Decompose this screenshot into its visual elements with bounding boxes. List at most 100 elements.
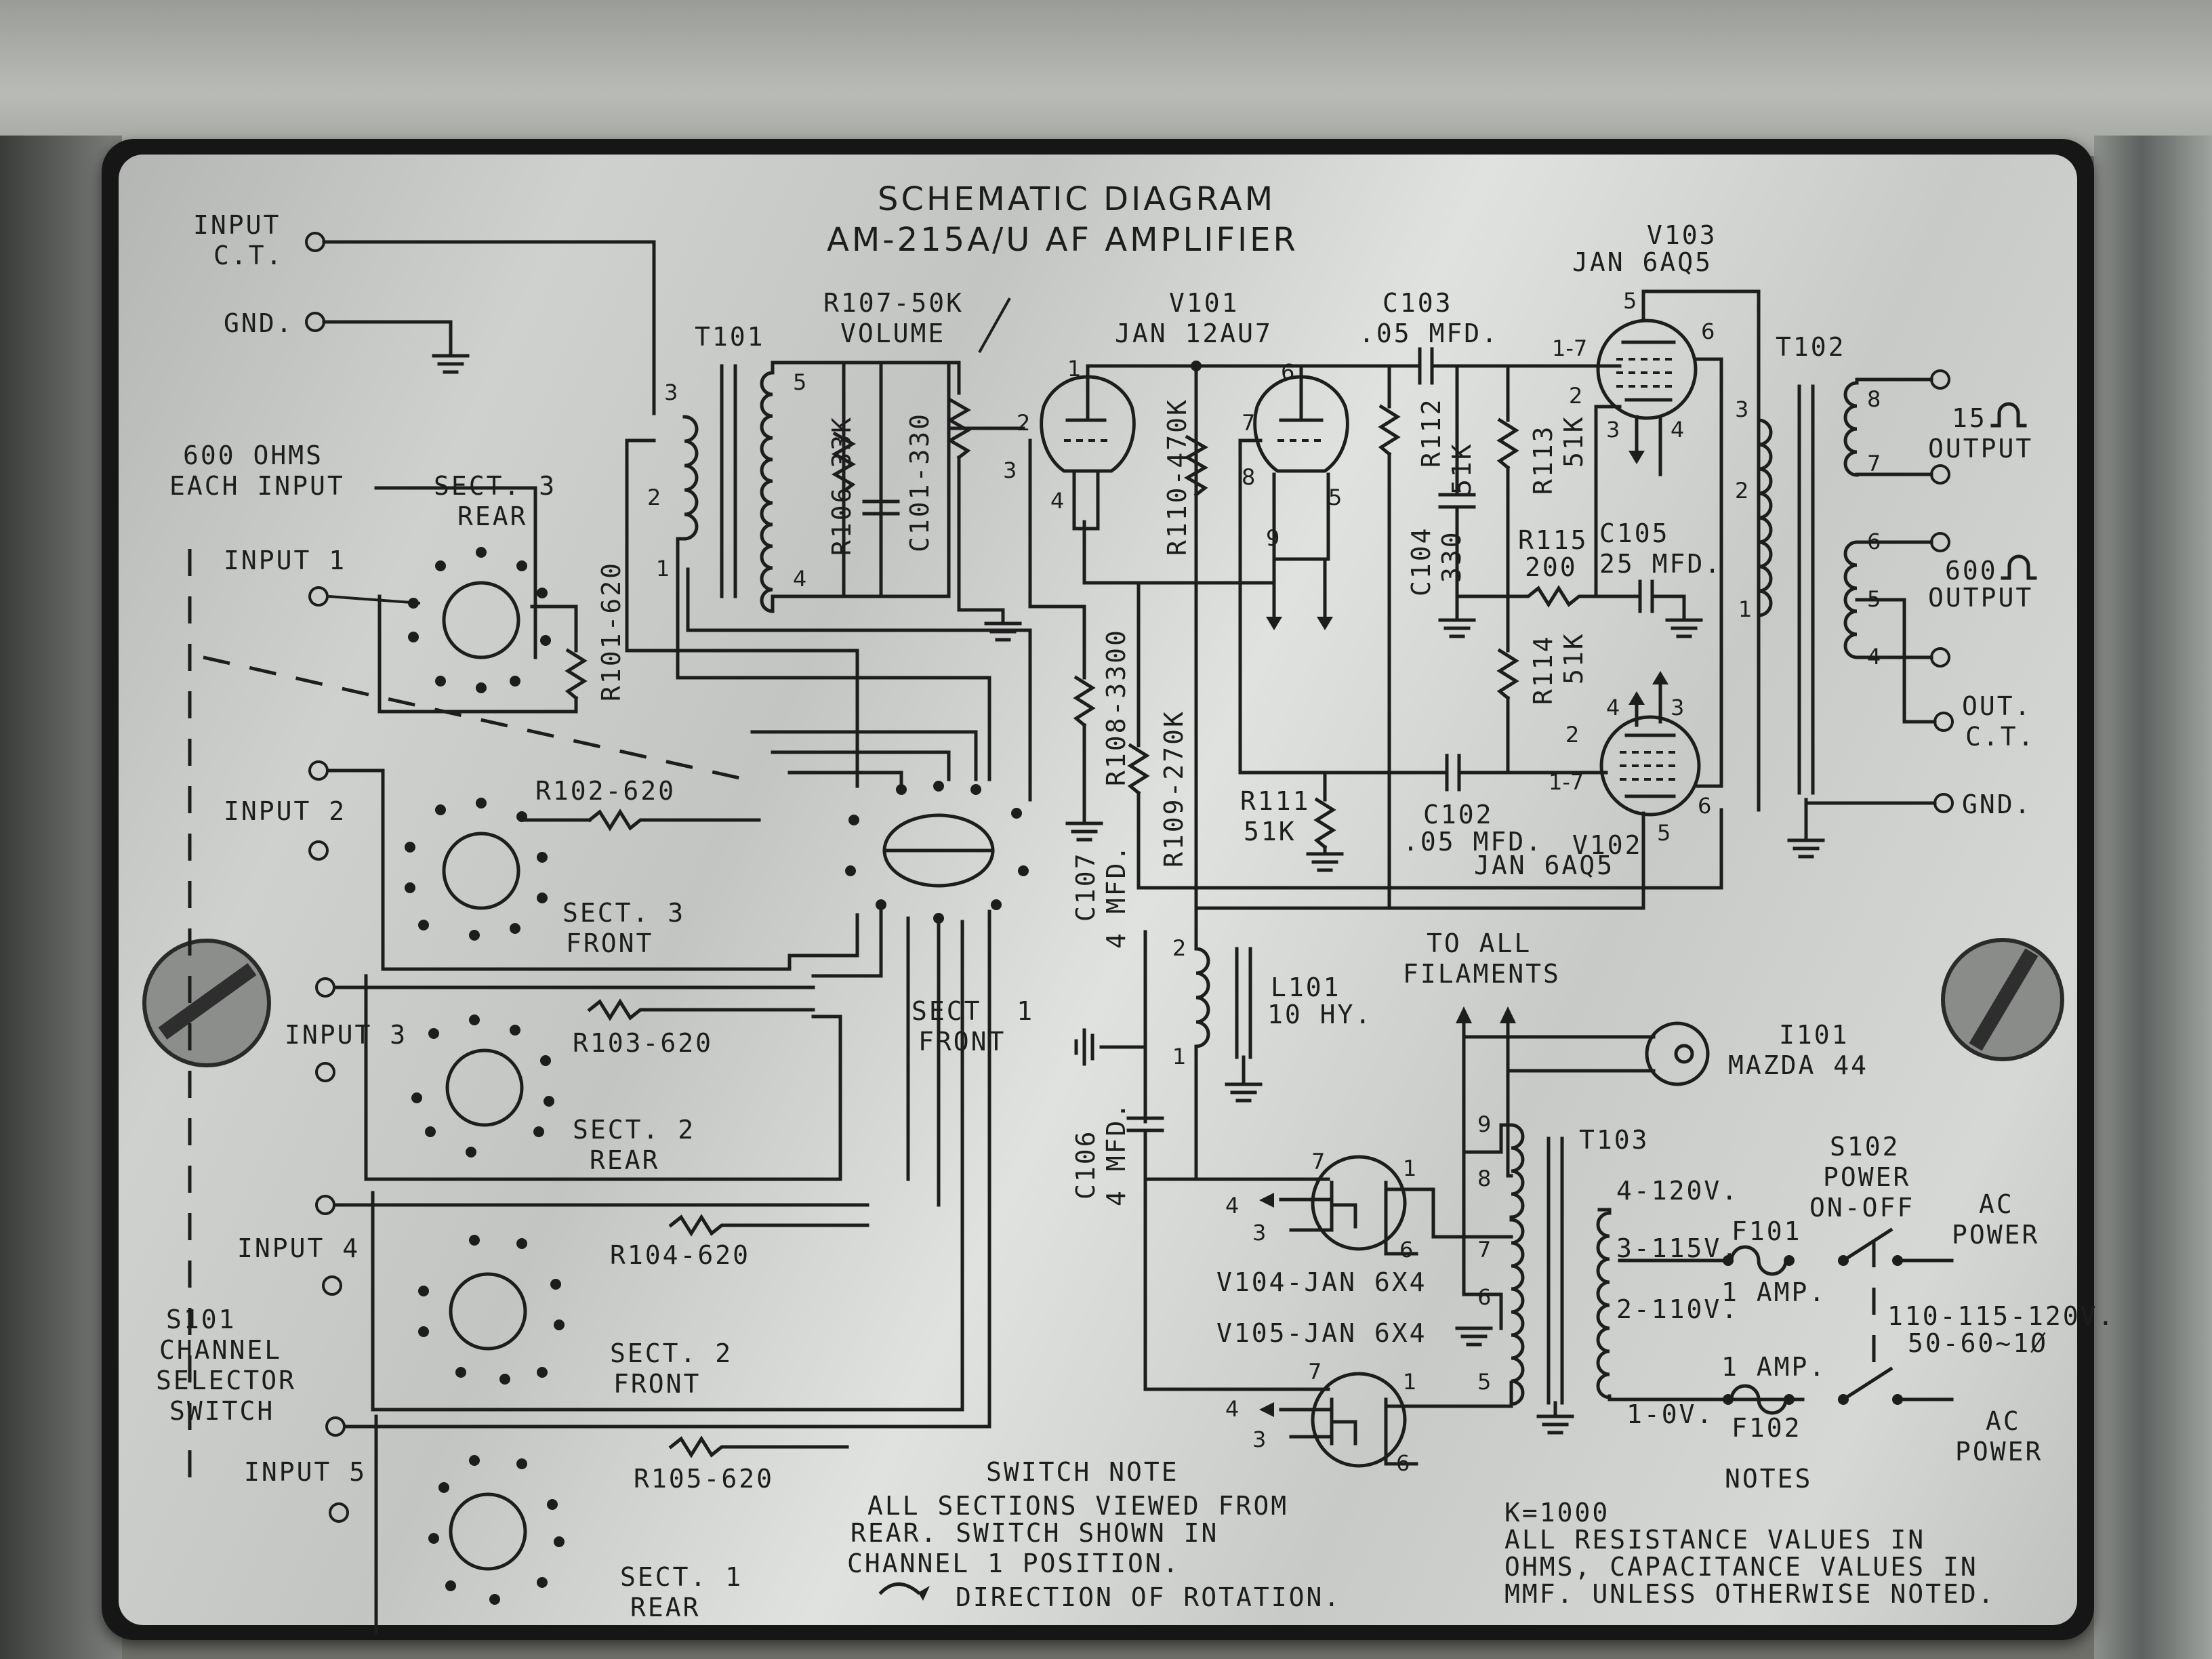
v102-pin-5: 5 (1657, 820, 1671, 846)
f102-label: F102 (1732, 1413, 1802, 1443)
wire-v101b-cathode (1272, 472, 1330, 561)
wire-tap-4 (1597, 1208, 1612, 1215)
screw-left-icon (142, 939, 271, 1067)
r115-resistor (1506, 585, 1642, 608)
selector-label-4: SWITCH (169, 1396, 274, 1426)
v101-label-2: JAN 12AU7 (1115, 319, 1273, 348)
title-line-1: SCHEMATIC DIAGRAM (878, 180, 1275, 218)
ohms-label-1: 600 OHMS (183, 441, 323, 470)
input-4-terminal (315, 1195, 335, 1215)
voltage-label: 110-115-120V. (1887, 1301, 2115, 1331)
v102-pin-1-7: 1-7 (1549, 769, 1584, 795)
c102-label: C102 (1423, 800, 1494, 830)
t101-secondary-coil (760, 371, 775, 613)
t103-primary-coil (1596, 1211, 1612, 1399)
arrow-left-icon (1259, 1193, 1274, 1208)
f101-terminal-b (1784, 1255, 1795, 1266)
ohm-symbol-icon-2 (2001, 554, 2037, 580)
switch-sect3-rear-icon (408, 547, 551, 693)
l101-pin-1: 1 (1172, 1044, 1186, 1069)
ac-bottom-label-2: POWER (1955, 1437, 2043, 1467)
r112-resistor (1378, 404, 1401, 457)
t102-secondary-coil-a (1843, 381, 1859, 477)
v101-pin-6: 6 (1281, 359, 1294, 385)
arrow-up-icon-4 (1500, 1006, 1516, 1023)
v103-pin-3: 3 (1606, 417, 1620, 443)
amp2-label: 1 AMP. (1721, 1352, 1826, 1382)
input-5b-terminal (329, 1502, 349, 1523)
wire-r101-top (530, 605, 578, 653)
s102-label-3: ON-OFF (1809, 1193, 1914, 1223)
v101-pin-5: 5 (1328, 485, 1342, 510)
wire-v103-screen (1694, 357, 1723, 517)
wire-tap-1 (1607, 1394, 1805, 1401)
r106-resistor (831, 431, 857, 494)
wire-out-ct (1855, 598, 1937, 724)
v101-tube-right-icon (1253, 367, 1349, 473)
c105-label-2: 25 MFD. (1599, 549, 1722, 579)
sect2-rear-label-2: REAR (590, 1145, 660, 1175)
wire-v104-plate-6 (1384, 1225, 1418, 1256)
notes-heading: NOTES (1725, 1464, 1812, 1494)
wire-input1 (328, 595, 421, 605)
out15-label: 15 (1952, 403, 1987, 433)
notes-line-1: ALL RESISTANCE VALUES IN (1504, 1525, 1925, 1555)
v101-pin-2: 2 (1017, 410, 1030, 436)
v105-pin-4: 4 (1225, 1396, 1239, 1422)
r113-label: R113 (1528, 424, 1558, 495)
t102-pin-8: 8 (1867, 386, 1881, 412)
v101-tube-left-icon (1040, 367, 1136, 473)
t101-pin-3: 3 (664, 380, 678, 405)
r112-label: R112 (1416, 397, 1446, 468)
t103-label: T103 (1579, 1125, 1650, 1155)
wire-switch-bus-2 (771, 750, 951, 781)
wire-switch-bus-4 (787, 913, 859, 971)
rotation-arrow-icon (878, 1582, 921, 1595)
ground-r108-icon (1065, 821, 1103, 842)
f102-fuse (1729, 1384, 1788, 1415)
r102-resistor (587, 808, 761, 832)
wire-v105-plate-6 (1384, 1441, 1418, 1466)
c102-label-2: .05 MFD. (1403, 827, 1543, 857)
output-15-terminal-b (1930, 464, 1950, 485)
switch-note-line-1: ALL SECTIONS VIEWED FROM (867, 1491, 1288, 1521)
v103-pin-4: 4 (1671, 417, 1684, 443)
t103-pin-6: 6 (1477, 1284, 1491, 1310)
wire-t101-secondary (771, 361, 951, 613)
sect1-rear-label: SECT. 1 (620, 1562, 743, 1592)
wire-switch-bus-5 (811, 909, 883, 978)
ac-bottom-label: AC (1986, 1406, 2021, 1436)
t101-pin-4: 4 (793, 566, 806, 592)
v104-pin-7: 7 (1311, 1149, 1325, 1174)
switch-link-diagonal (203, 655, 746, 781)
c104-label-2: 330 (1437, 530, 1467, 583)
input-2b-terminal (308, 840, 329, 861)
f102-terminal-b (1784, 1394, 1795, 1405)
tap-1: 1-0V. (1626, 1399, 1714, 1429)
sect2-front-label: SECT. 2 (610, 1338, 733, 1368)
r114-label: R114 (1528, 634, 1558, 705)
wire-sect3-rear (374, 486, 537, 659)
r108-label: R108-3300 (1101, 628, 1131, 786)
out600-label-2: OUTPUT (1928, 583, 2033, 613)
v104-pin-1: 1 (1403, 1155, 1416, 1181)
v105-pin-7: 7 (1308, 1359, 1322, 1385)
ac-top-label-2: POWER (1952, 1220, 2039, 1250)
v102-pin-3: 3 (1671, 695, 1684, 720)
sect3-rear-label: SECT. 3 (434, 471, 556, 501)
c105-label: C105 (1599, 518, 1670, 548)
out15-label-2: OUTPUT (1928, 434, 2033, 464)
r109-resistor (1127, 743, 1150, 796)
selector-label-3: SELECTOR (156, 1366, 296, 1395)
tap-3: 3-115V. (1616, 1233, 1739, 1263)
t102-pin-7: 7 (1867, 451, 1881, 476)
wire-t101-to-switch-1 (625, 438, 859, 788)
v101-label: V101 (1169, 288, 1240, 318)
t103-pin-7: 7 (1477, 1237, 1491, 1263)
c101-label: C101-330 (905, 412, 935, 552)
v104-tube-icon (1311, 1155, 1407, 1251)
input-2-label: INPUT 2 (224, 796, 346, 826)
t103-pin-5: 5 (1477, 1369, 1491, 1395)
v104-label: V104-JAN 6X4 (1216, 1267, 1427, 1297)
r104-label: R104-620 (610, 1240, 750, 1270)
